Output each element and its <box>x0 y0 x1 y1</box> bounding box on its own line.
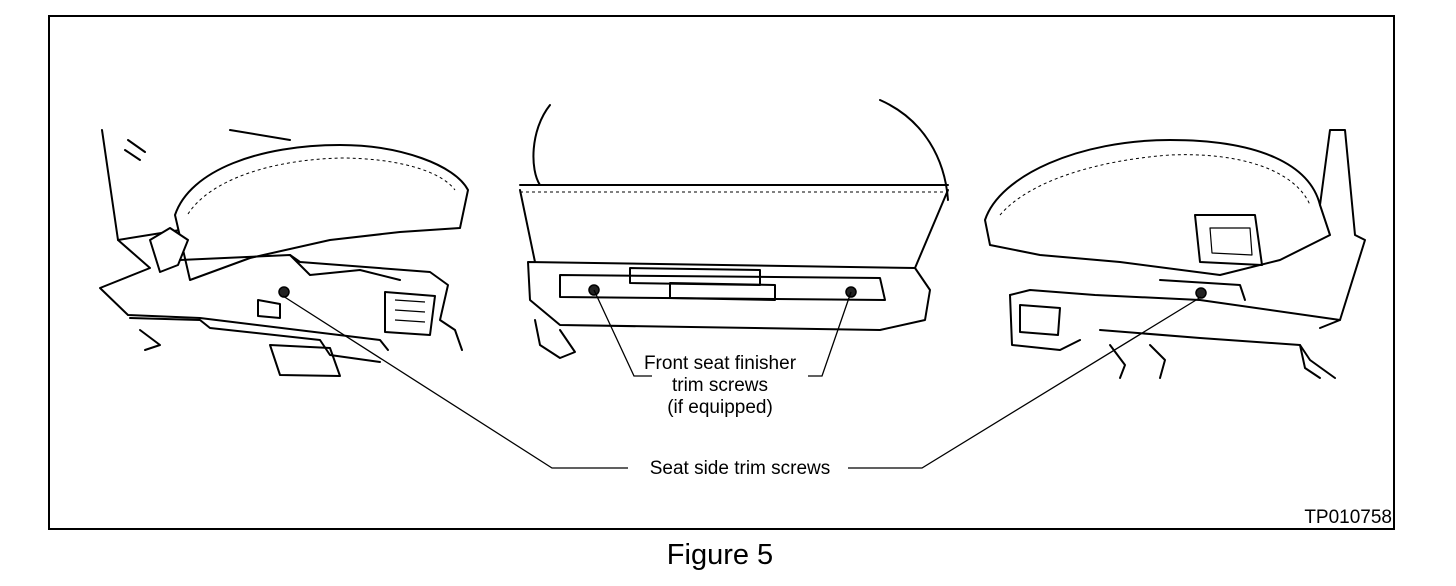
center-seat-drawing <box>519 99 949 359</box>
front-seat-finisher-label: Front seat finisher trim screws (if equi… <box>560 353 880 419</box>
figure-code-label: TP010758 <box>1304 507 1392 528</box>
finisher-label-line1: Front seat finisher <box>643 353 797 374</box>
figure-caption: Figure 5 <box>666 539 774 571</box>
finisher-label-line2: trim screws <box>671 375 769 396</box>
leader-lines <box>282 289 1202 469</box>
finisher-label-line3: (if equipped) <box>667 397 773 418</box>
figure-frame <box>48 15 1395 530</box>
left-seat-drawing <box>99 129 469 377</box>
seat-side-trim-screws-label: Seat side trim screws <box>649 458 831 479</box>
right-seat-drawing <box>984 129 1366 379</box>
